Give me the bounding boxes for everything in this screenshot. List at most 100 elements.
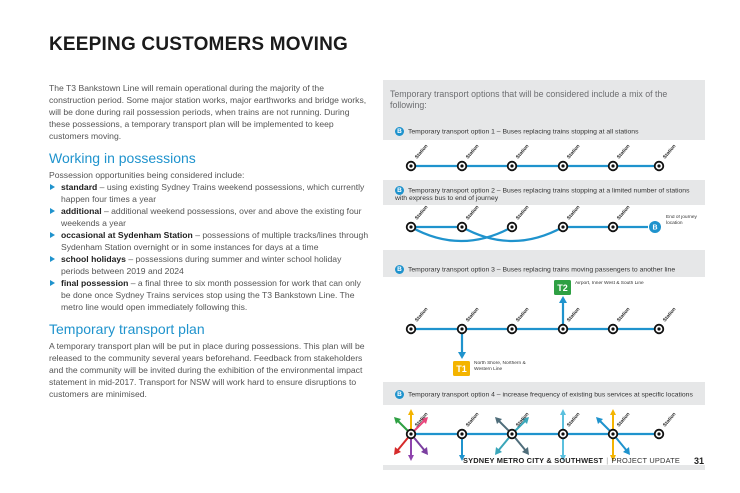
intro-paragraph: The T3 Bankstown Line will remain operat… — [49, 83, 367, 141]
option-3-title: Temporary transport option 3 – Buses rep… — [408, 266, 676, 274]
bullet-text: – using existing Sydney Trains weekend p… — [61, 182, 365, 204]
station-label: Station — [515, 143, 530, 160]
station-stop — [607, 160, 619, 172]
bullet-term: additional — [61, 206, 102, 216]
station-label: Station — [662, 143, 677, 160]
station-label: Station — [566, 306, 581, 323]
t2-label-wrap: Airport, Inner West & South Line — [575, 281, 644, 286]
option-4-title: Temporary transport option 4 – increase … — [408, 391, 693, 399]
station-stop — [506, 160, 518, 172]
t1-label-wrap: North Shore, Northern & Western Line — [474, 361, 526, 372]
station-label: Station — [515, 205, 530, 221]
t2-badge: T2 — [557, 283, 568, 293]
transport-options-panel: Temporary transport options that will be… — [383, 80, 705, 470]
station-stop — [456, 221, 468, 233]
station-stop — [557, 428, 569, 440]
station-stop — [456, 160, 468, 172]
end-journey-label: End of journey location — [666, 215, 697, 226]
option-2-svg: B End of journey location Station Statio… — [405, 204, 697, 242]
station-label: Station — [566, 143, 581, 160]
station-label: Station — [465, 411, 480, 428]
option-3-diagram: T2 Airport, Inner West & South Line T1 N… — [383, 277, 705, 382]
station-label: Station — [414, 143, 429, 160]
bus-icon: B — [395, 265, 404, 274]
station-label: Station — [662, 411, 677, 428]
station-stop — [405, 160, 417, 172]
station-stop — [456, 428, 468, 440]
footer-separator: | — [606, 456, 609, 465]
page-number: 31 — [693, 456, 704, 466]
section-heading-possessions: Working in possessions — [49, 150, 196, 166]
footer-brand: SYDNEY METRO CITY & SOUTHWEST — [463, 456, 604, 465]
station-stop — [405, 323, 417, 335]
option-2-title: Temporary transport option 2 – Buses rep… — [395, 187, 690, 203]
option-2-diagram: B End of journey location Station Statio… — [383, 204, 705, 250]
list-item: final possession – a final three to six … — [49, 277, 369, 313]
bullet-text: – possessions during summer and winter s… — [61, 254, 342, 276]
station-label: Station — [616, 411, 631, 428]
t2-label: Airport, Inner West & South Line — [575, 281, 644, 286]
station-label: Station — [414, 306, 429, 323]
station-label: Station — [465, 306, 480, 323]
page-title: KEEPING CUSTOMERS MOVING — [49, 34, 348, 55]
station-label: Station — [515, 306, 530, 323]
section-heading-transport-plan: Temporary transport plan — [49, 321, 205, 337]
bullet-term: standard — [61, 182, 98, 192]
end-bus-badge: B — [652, 225, 657, 232]
page-footer: SYDNEY METRO CITY & SOUTHWEST|PROJECT UP… — [463, 456, 680, 465]
arrow-down-icon — [458, 352, 466, 359]
option-1-svg: Station Station Station Station Station … — [405, 143, 677, 172]
station-stop — [653, 428, 665, 440]
panel-intro: Temporary transport options that will be… — [390, 89, 668, 110]
list-item: additional – additional weekend possessi… — [49, 205, 369, 229]
bus-icon: B — [395, 186, 404, 195]
station-label: Station — [616, 205, 631, 221]
list-item: standard – using existing Sydney Trains … — [49, 181, 369, 205]
station-stop — [607, 221, 619, 233]
station-label: Station — [414, 205, 429, 221]
station-label: Station — [662, 306, 677, 323]
bullet-term: final possession — [61, 278, 129, 288]
option-4-diagram: Station Station Station Station Station … — [383, 405, 705, 465]
option-1-heading: B Temporary transport option 1 – Buses re… — [395, 127, 638, 136]
bullet-text: – a final three to six month possession … — [61, 278, 361, 312]
option-3-heading: B Temporary transport option 3 – Buses re… — [395, 265, 675, 274]
transport-plan-paragraph: A temporary transport plan will be put i… — [49, 341, 365, 399]
station-label: Station — [465, 143, 480, 160]
possession-list: standard – using existing Sydney Trains … — [49, 181, 369, 313]
option-1-diagram: Station Station Station Station Station … — [383, 140, 705, 180]
t1-badge: T1 — [456, 364, 467, 374]
station-stop — [607, 323, 619, 335]
list-item: occasional at Sydenham Station – possess… — [49, 229, 369, 253]
station-stop — [456, 323, 468, 335]
option-3-svg: T2 Airport, Inner West & South Line T1 N… — [405, 280, 677, 376]
option-1-title: Temporary transport option 1 – Buses rep… — [408, 128, 639, 136]
bullet-text: – possessions of multiple tracks/lines t… — [61, 230, 369, 252]
end-journey-label-wrap: End of journey location — [666, 215, 697, 226]
list-item: school holidays – possessions during sum… — [49, 253, 369, 277]
option-4-heading: B Temporary transport option 4 – increase… — [395, 390, 695, 399]
station-stop — [557, 160, 569, 172]
station-stop — [607, 428, 619, 440]
possessions-lead: Possession opportunities being considere… — [49, 170, 245, 180]
footer-section: PROJECT UPDATE — [611, 456, 680, 465]
station-stop — [653, 160, 665, 172]
station-stop — [557, 323, 569, 335]
t1-line-icon — [453, 361, 470, 376]
end-bus-icon — [649, 221, 661, 233]
station-stop — [506, 221, 518, 233]
bullet-term: school holidays — [61, 254, 126, 264]
bus-icon: B — [395, 390, 404, 399]
station-stop — [405, 428, 417, 440]
main-text-column: The T3 Bankstown Line will remain operat… — [49, 82, 369, 400]
bullet-term: occasional at Sydenham Station — [61, 230, 193, 240]
station-label: Station — [566, 205, 581, 221]
option-4-svg: Station Station Station Station Station … — [394, 409, 677, 461]
station-label: Station — [465, 205, 480, 221]
station-label: Station — [566, 411, 581, 428]
t2-line-icon — [554, 280, 571, 295]
station-stop — [653, 323, 665, 335]
station-stop — [405, 221, 417, 233]
bus-icon: B — [395, 127, 404, 136]
